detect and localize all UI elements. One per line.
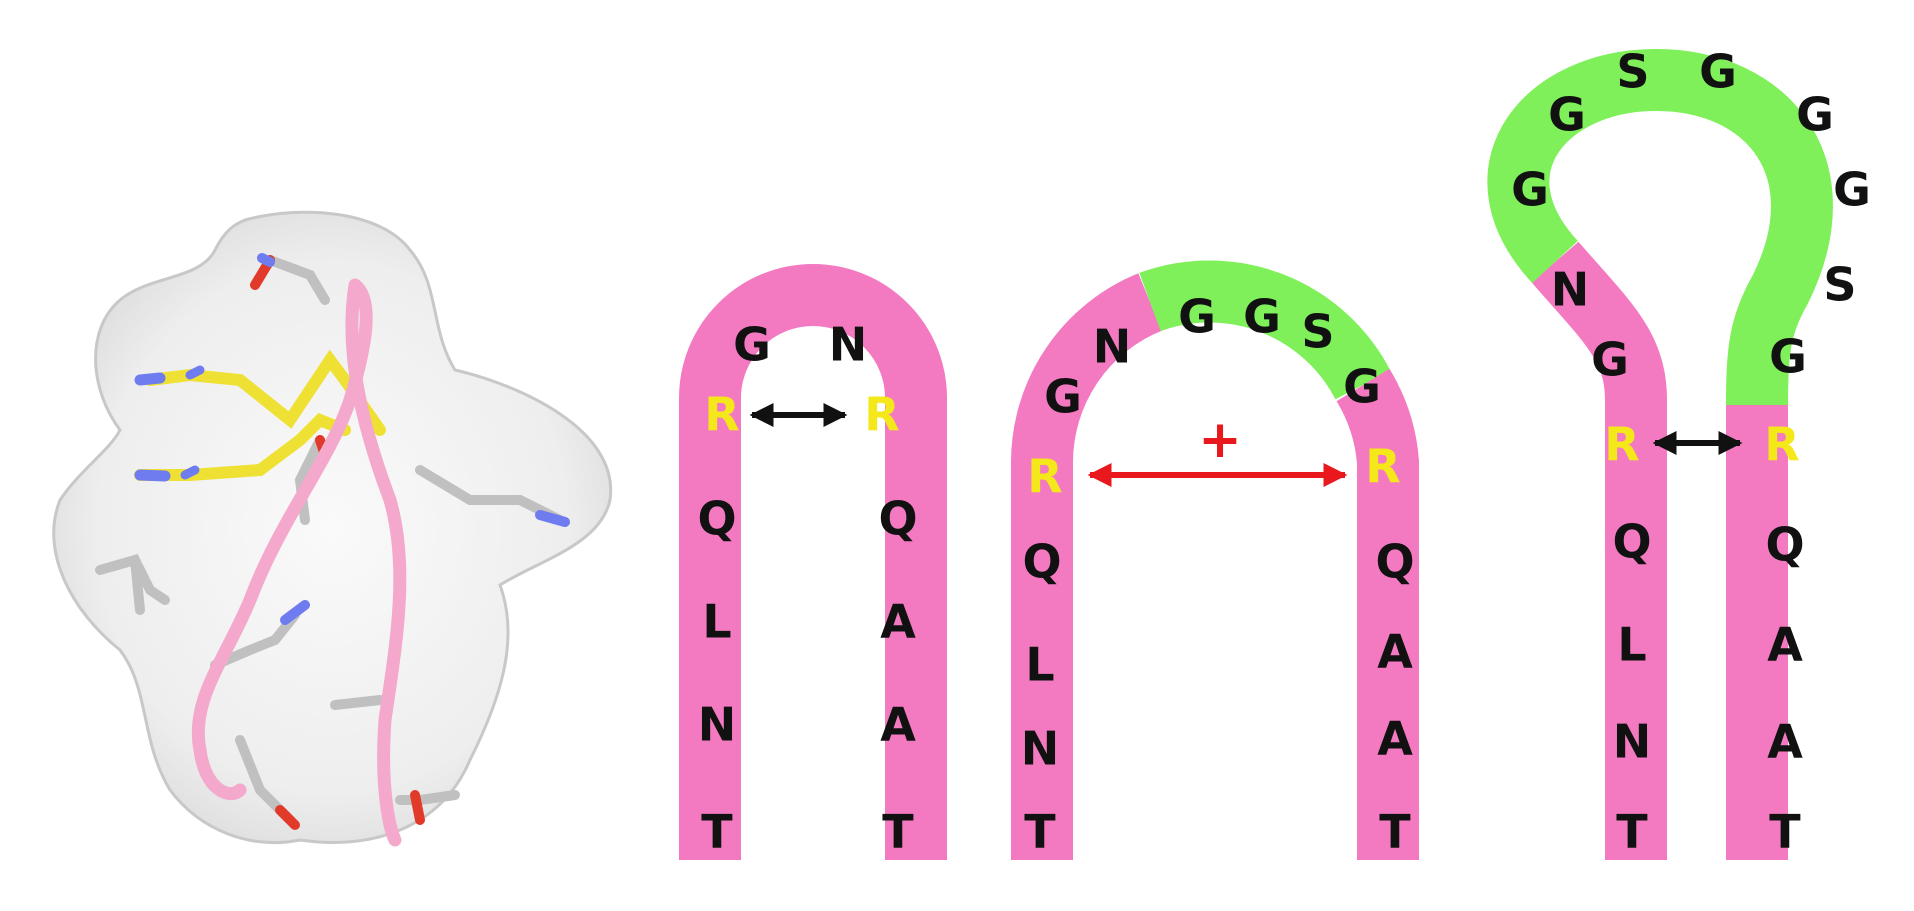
hairpin-3-left-strand-residue: R — [1604, 418, 1639, 472]
hairpin-2-right-strand-residue: T — [1379, 805, 1411, 859]
hairpin-3-left-strand-residue: N — [1613, 715, 1652, 769]
hairpin-3-left-strand-residue: N — [1551, 263, 1590, 317]
hairpin-1-right-strand-residue: T — [882, 805, 914, 859]
hairpin-1-right-strand-residue: N — [829, 318, 868, 372]
arginine-side-chains — [134, 349, 386, 482]
hairpin-1-left-strand-residue: N — [698, 698, 737, 752]
hairpin-3-left-strand-residue: Q — [1612, 515, 1651, 569]
hairpin-3-band-pink-left — [1531, 241, 1667, 860]
backbone-ribbon — [191, 278, 407, 847]
hairpin-3-right-strand-residue: A — [1767, 715, 1803, 769]
molecular-structure — [52, 210, 613, 847]
hairpin-2-loop-residue: S — [1301, 305, 1334, 359]
hairpin-1-left-strand-residue: L — [702, 595, 731, 649]
hairpin-2-loop-residue: G — [1343, 360, 1381, 414]
hairpin-3-left-strand-residue: G — [1591, 333, 1629, 387]
hairpin-3-right-strand-residue: Q — [1765, 518, 1804, 572]
hairpin-2-band-pink-right — [1336, 368, 1419, 860]
side-chain-sticks — [95, 253, 570, 830]
hairpin-3-right-strand-residue: R — [1764, 418, 1799, 472]
hairpin-2-right-strand-residue: Q — [1375, 535, 1414, 589]
hairpin-1-right-strand-residue: A — [880, 698, 916, 752]
hairpin-2-right-strand-residue: A — [1377, 625, 1413, 679]
hairpin-1-left-strand-residue: G — [733, 318, 771, 372]
hairpin-2-left-strand-residue: N — [1021, 722, 1060, 776]
hairpin-2-left-strand-residue: T — [1024, 805, 1056, 859]
hairpin-2-right-strand-residue: R — [1365, 440, 1400, 494]
hairpin-3-right-strand-residue: A — [1767, 618, 1803, 672]
hairpin-2-loop-residue: G — [1178, 290, 1216, 344]
hairpin-2-band-pink-left — [1011, 273, 1163, 860]
hairpin-3-loop-residue: G — [1699, 45, 1737, 99]
hairpin-3-loop-residue: G — [1769, 330, 1807, 384]
hairpin-1-band — [679, 264, 947, 860]
hairpin-3-loop-residue: G — [1833, 163, 1871, 217]
hairpin-1-right-strand-residue: R — [864, 388, 899, 442]
hairpin-2-left-strand-residue: Q — [1022, 535, 1061, 589]
hairpin-1-right-strand-residue: A — [880, 595, 916, 649]
hairpin-2-arrow-symbol: + — [1198, 410, 1242, 470]
hairpin-1-right-strand-residue: Q — [878, 492, 917, 546]
hairpin-2-loop-residue: G — [1243, 290, 1281, 344]
hairpin-3-right-strand-residue: T — [1769, 805, 1801, 859]
hairpin-1-left-strand-residue: T — [701, 805, 733, 859]
hairpin-2-right-strand-residue: A — [1377, 712, 1413, 766]
hairpin-2-left-strand-residue: L — [1025, 638, 1054, 692]
hairpin-3-loop-residue: G — [1796, 88, 1834, 142]
hairpin-3-left-strand-residue: L — [1617, 618, 1646, 672]
hairpin-2-left-strand-residue: R — [1027, 450, 1062, 504]
hairpin-1-left-strand-residue: R — [704, 388, 739, 442]
hairpin-2-left-strand-residue: G — [1044, 370, 1082, 424]
hairpin-1-left-strand-residue: Q — [697, 492, 736, 546]
hairpin-3-left-strand-residue: T — [1616, 805, 1648, 859]
hairpin-3-band-green-loop — [1487, 48, 1833, 406]
hairpin-3-loop-residue: S — [1823, 258, 1856, 312]
molecular-surface — [52, 210, 613, 845]
hairpin-2-left-strand-residue: N — [1093, 320, 1132, 374]
hairpin-3-loop-residue: G — [1548, 88, 1586, 142]
hairpin-2-band-green-loop — [1139, 260, 1391, 400]
hairpin-3-loop-residue: S — [1616, 45, 1649, 99]
hairpin-3-loop-residue: G — [1511, 163, 1549, 217]
